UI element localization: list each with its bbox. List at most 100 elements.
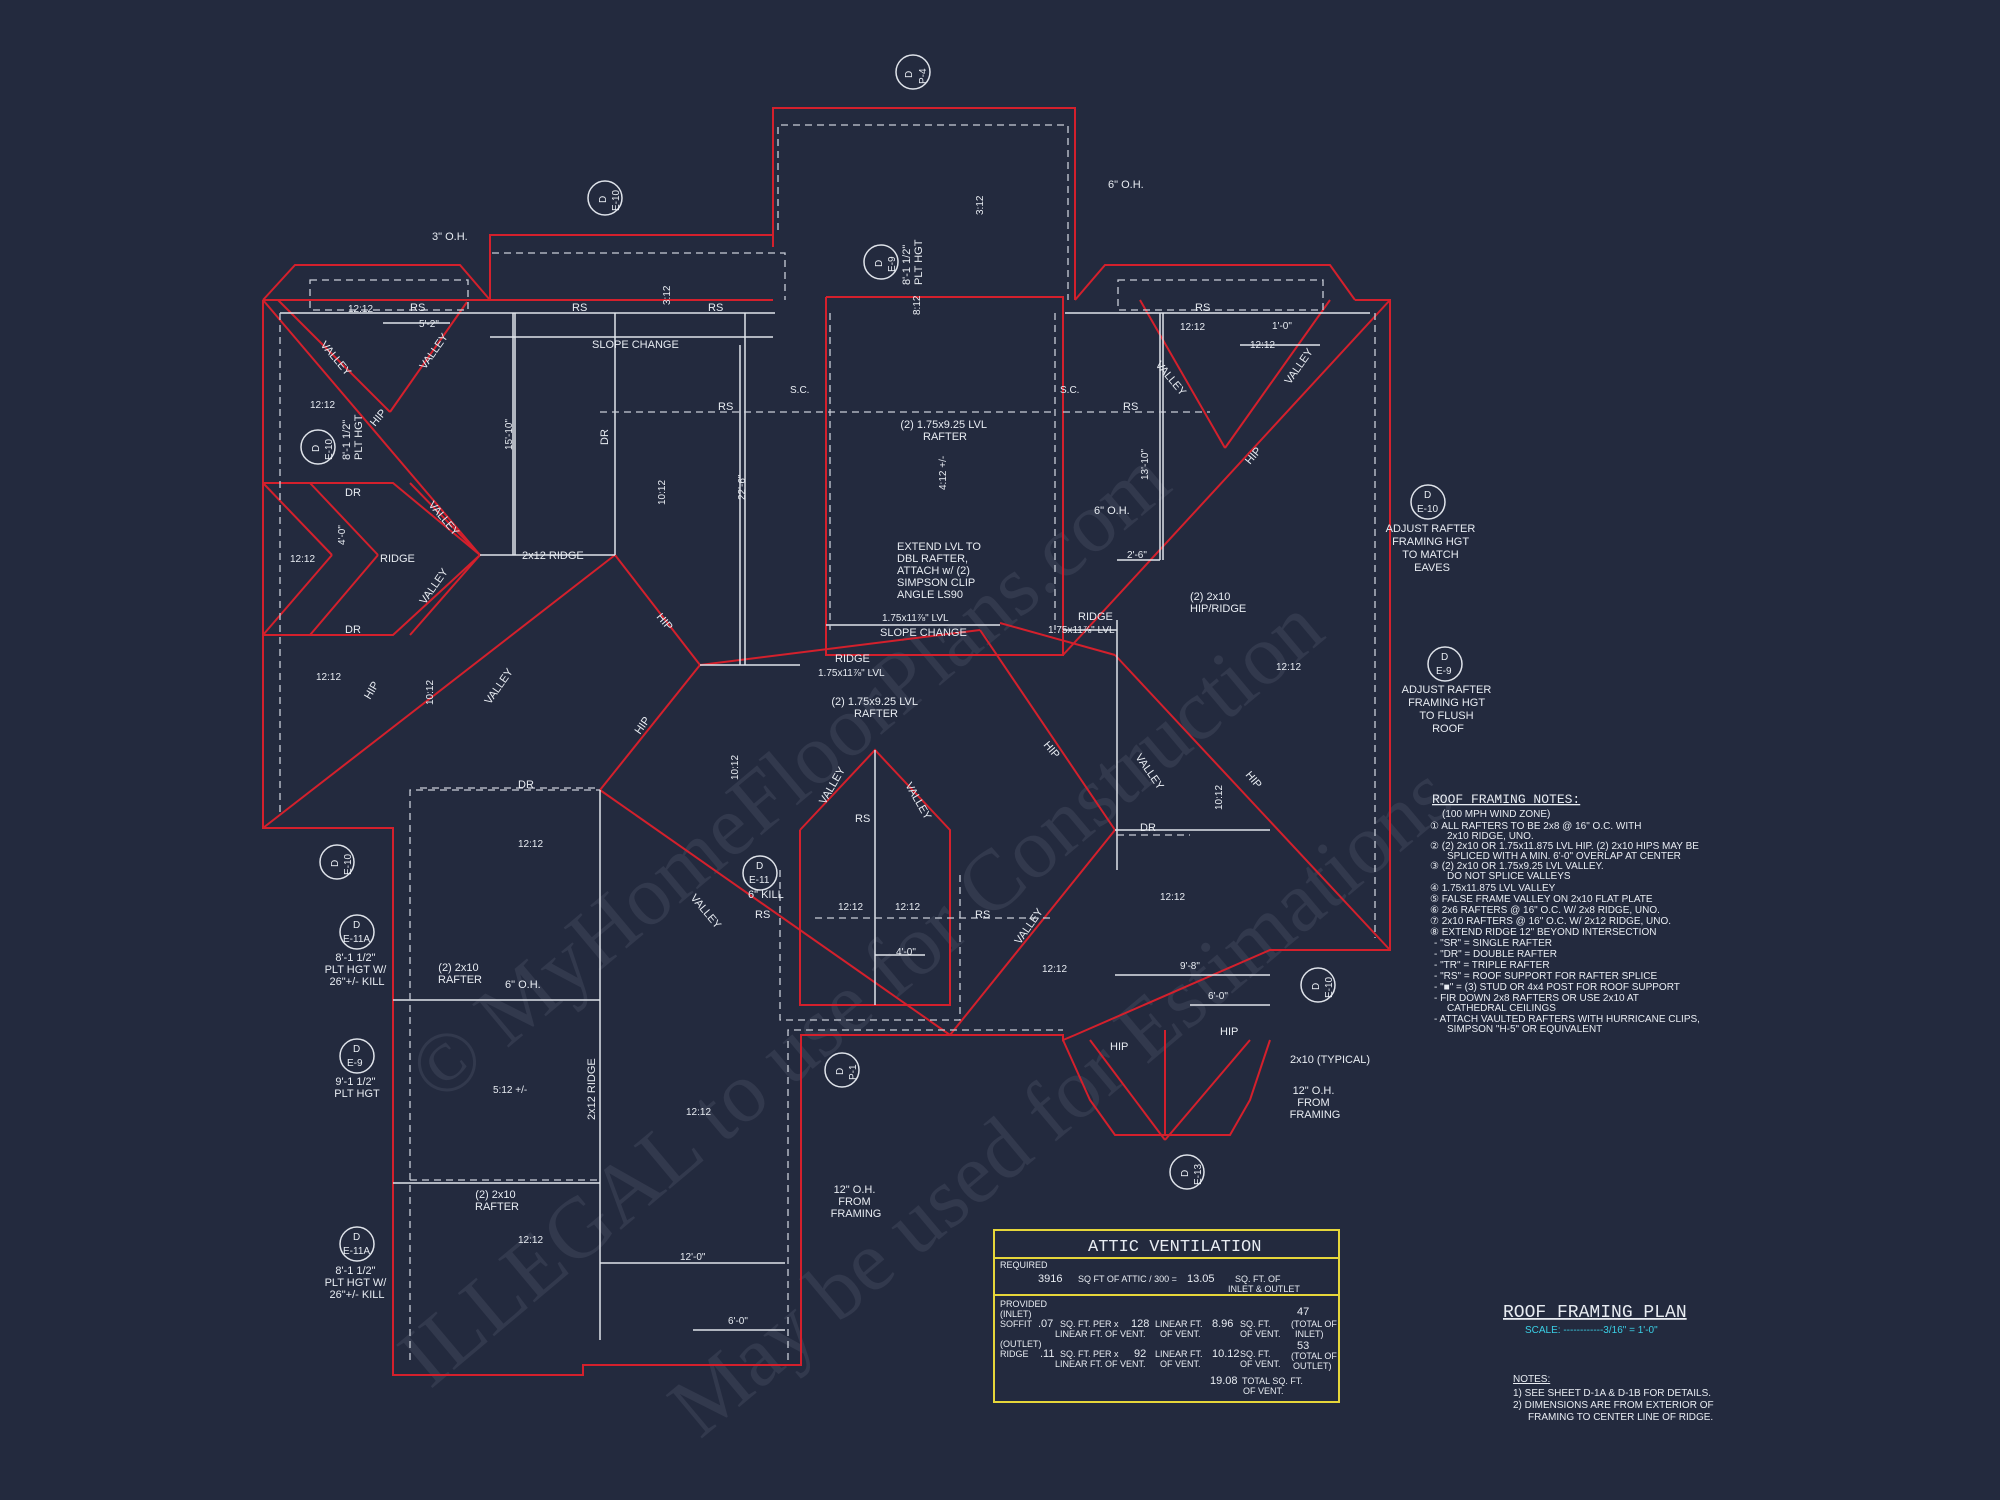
callout-plate-height: 8'-1 1/2" PLT HGT W/ 26"+/- KILL — [325, 1265, 390, 1301]
overhang-label: 6" O.H. — [505, 979, 541, 991]
pitch-label: 12:12 — [895, 902, 920, 913]
hip-label: HIP — [1243, 445, 1264, 467]
callout-adjust-flush: ADJUST RAFTER FRAMING HGT TO FLUSH ROOF — [1402, 684, 1495, 735]
ridge-label: RIDGE — [1078, 611, 1113, 623]
svg-text:D: D — [330, 860, 341, 867]
dr-label: DR — [1140, 822, 1156, 834]
pitch-label: 5:12 +/- — [493, 1085, 527, 1096]
dimension-text: 22'-6" — [737, 474, 748, 500]
pitch-label: 12:12 — [1180, 322, 1205, 333]
svg-text:E-10: E-10 — [343, 853, 354, 875]
section-marker: D E-9 — [863, 244, 899, 280]
callout-overhang: 12" O.H. FROM FRAMING — [1290, 1085, 1341, 1121]
rs-label: RS — [718, 401, 733, 413]
svg-text:E-9: E-9 — [1436, 666, 1452, 677]
svg-text:D: D — [835, 1068, 846, 1075]
ridge-vent-label: RIDGE — [1000, 1349, 1029, 1359]
callout-plate-height: 8'-1 1/2" PLT HGT — [901, 239, 925, 285]
callout-rafter: (2) 2x10 RAFTER — [438, 962, 482, 986]
attic-ventilation-table: ATTIC VENTILATION REQUIRED 3916 SQ FT OF… — [993, 1229, 1340, 1403]
valley-label: VALLEY — [426, 499, 462, 538]
soffit-linear-ft: 128 — [1131, 1318, 1149, 1330]
plan-title: ROOF FRAMING PLAN — [1503, 1303, 1687, 1323]
pct-text: (TOTAL OF — [1291, 1351, 1337, 1361]
dr-label: DR — [599, 429, 611, 445]
callout-hip-ridge: (2) 2x10 HIP/RIDGE — [1190, 591, 1246, 615]
lf-text: OF VENT. — [1160, 1359, 1201, 1369]
pct-text: OUTLET) — [1293, 1361, 1332, 1371]
svg-text:D: D — [353, 920, 360, 931]
svg-text:D: D — [311, 445, 322, 452]
svg-text:D: D — [353, 1232, 360, 1243]
dimension-text: 13'-10" — [1140, 449, 1151, 480]
plan-scale: SCALE: ------------3/16" = 1'-0" — [1525, 1325, 1658, 1336]
pitch-label: 12:12 — [1042, 964, 1067, 975]
outlet-label: (OUTLET) — [1000, 1339, 1042, 1349]
pitch-label: 4:12 +/- — [938, 456, 949, 490]
slope-change-label: SLOPE CHANGE — [592, 339, 679, 351]
dimension-text: 1'-0" — [1272, 321, 1292, 332]
dimension-lines — [383, 313, 1320, 1331]
framing-lines — [280, 312, 1370, 1340]
section-marker: D E-13 — [1169, 1154, 1205, 1190]
pitch-label: 3:12 — [662, 285, 673, 305]
hip-label: HIP — [368, 407, 389, 429]
callout-lvl-rafter: (2) 1.75x9.25 LVL RAFTER — [831, 696, 920, 720]
section-marker: D E-9 — [1427, 646, 1463, 682]
rs-label: RS — [855, 813, 870, 825]
svg-text:E-11A: E-11A — [343, 934, 370, 945]
dimension-text: 4'-0" — [337, 525, 348, 545]
overhang-label: 3" O.H. — [432, 231, 468, 243]
ridge-label: RIDGE — [835, 653, 870, 665]
per-text: LINEAR FT. OF VENT. — [1055, 1359, 1146, 1369]
pitch-label: 12:12 — [310, 400, 335, 411]
section-marker: D E-10 — [587, 180, 623, 216]
dr-label: DR — [518, 779, 534, 791]
pitch-label: 10:12 — [657, 480, 668, 505]
svg-text:E-9: E-9 — [887, 256, 898, 272]
required-value: 13.05 — [1187, 1273, 1215, 1285]
dimension-text: 6'-0" — [1208, 991, 1228, 1002]
overhang-label: 6" O.H. — [1108, 179, 1144, 191]
section-marker: D P-1 — [824, 1052, 860, 1088]
hip-label: HIP — [362, 680, 382, 702]
sqft-text: SQ. FT. — [1240, 1349, 1271, 1359]
svg-text:D: D — [1180, 1170, 1191, 1177]
dimension-text: 6'-0" — [728, 1316, 748, 1327]
svg-text:E-10: E-10 — [324, 438, 335, 460]
pitch-label: 12:12 — [290, 554, 315, 565]
ridge-percent: 53 — [1297, 1340, 1309, 1352]
callout-lvl-rafter: (2) 1.75x9.25 LVL RAFTER — [900, 419, 989, 443]
svg-text:D: D — [1441, 652, 1448, 663]
total-text: TOTAL SQ. FT. — [1242, 1376, 1303, 1386]
title-block: ROOF FRAMING PLAN SCALE: ------------3/1… — [1503, 1303, 1687, 1336]
section-marker: D P-4 — [895, 54, 931, 90]
attic-sqft: 3916 — [1038, 1273, 1062, 1285]
hip-label: HIP — [633, 715, 653, 737]
section-marker: D E-10 — [1410, 484, 1446, 520]
callout-plate-height: 8'-1 1/2" PLT HGT — [341, 414, 365, 460]
svg-text:D: D — [1311, 983, 1322, 990]
section-marker: D E-10 — [1300, 967, 1336, 1003]
svg-text:D: D — [353, 1044, 360, 1055]
pitch-label: 10:12 — [425, 680, 436, 705]
svg-text:E-13: E-13 — [1193, 1163, 1204, 1185]
roof-framing-notes: ROOF FRAMING NOTES: (100 MPH WIND ZONE) … — [1430, 792, 1700, 1035]
rs-label: RS — [708, 302, 723, 314]
lf-text: LINEAR FT. — [1155, 1319, 1203, 1329]
slope-change-label: SLOPE CHANGE — [880, 627, 967, 639]
svg-text:D: D — [598, 196, 609, 203]
valley-label: VALLEY — [418, 331, 452, 372]
per-text: SQ. FT. PER x — [1060, 1349, 1119, 1359]
sc-label: S.C. — [1060, 385, 1079, 396]
section-marker: D E-9 — [339, 1038, 375, 1074]
valley-label: VALLEY — [318, 339, 354, 378]
required-text: SQ. FT. OF — [1235, 1274, 1281, 1284]
sc-label: S.C. — [790, 385, 809, 396]
ridge-total: 10.12 — [1212, 1348, 1240, 1360]
dimension-text: 2'-6" — [1127, 550, 1147, 561]
ridge-linear-ft: 92 — [1134, 1348, 1146, 1360]
bottom-notes: NOTES: 1) SEE SHEET D-1A & D-1B FOR DETA… — [1513, 1374, 1714, 1423]
sqft-text: OF VENT. — [1240, 1329, 1281, 1339]
